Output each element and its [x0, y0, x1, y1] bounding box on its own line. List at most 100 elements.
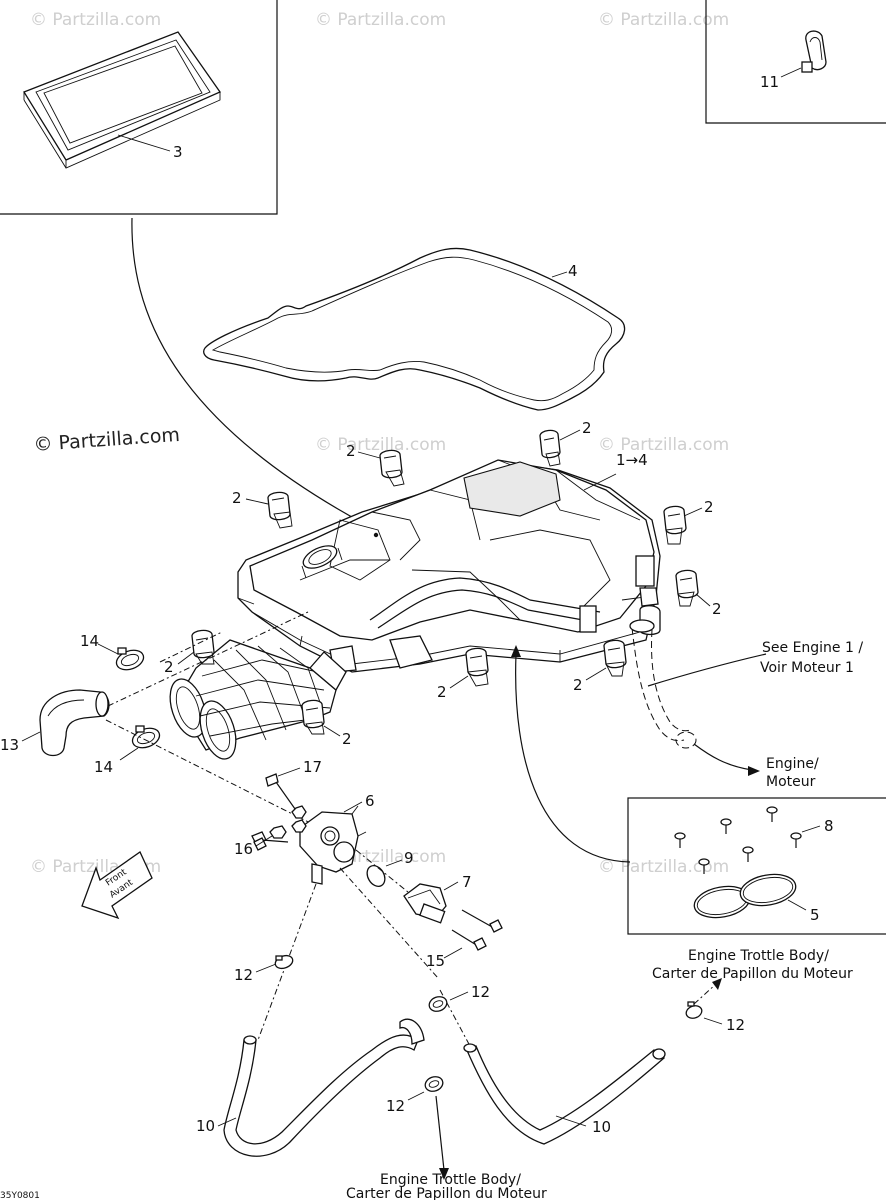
leader-line: [255, 963, 277, 973]
watermark-text: © Partzilla.com: [315, 435, 446, 455]
arrow-head: [712, 978, 722, 990]
breather-hose-part: [629, 619, 697, 749]
diagram-code: 35Y0801: [0, 1191, 40, 1200]
throttle-body-note-bottom: Engine Trottle Body/: [380, 1172, 521, 1188]
leader-line: [343, 801, 363, 813]
engine-note: Engine/: [766, 756, 819, 772]
see-engine-note: See Engine 1 /: [762, 640, 863, 656]
callout-12: 12: [386, 1097, 405, 1115]
screw-17-parts: [251, 773, 301, 851]
watermark-text: © Partzilla.com: [33, 424, 181, 456]
watermark-text: © Partzilla.com: [598, 10, 729, 30]
engine-note: Moteur: [766, 774, 816, 790]
arrow-head: [439, 1168, 449, 1180]
leader-line: [703, 1017, 723, 1025]
sensor-7-part: [403, 883, 447, 924]
callout-2: 2: [164, 658, 174, 676]
watermark-text: © Partzilla.com: [30, 10, 161, 30]
airbox-assembly: [237, 459, 661, 673]
watermark-text: © Partzilla.com: [598, 435, 729, 455]
callout-2: 2: [346, 442, 356, 460]
sensor-housing-part: [299, 805, 367, 885]
arrow-line: [693, 743, 753, 771]
clip-part: [267, 491, 293, 529]
elbow-hose-part: [39, 689, 110, 757]
leader-line: [97, 643, 119, 655]
leader-line: [217, 1117, 237, 1127]
arrow-line: [435, 1095, 445, 1171]
leader-line: [801, 825, 821, 833]
callout-2: 2: [342, 730, 352, 748]
leader-line: [117, 134, 171, 152]
clip-part: [379, 449, 405, 487]
callout-12: 12: [234, 966, 253, 984]
arrow-head: [511, 645, 521, 657]
clip-part: [301, 699, 325, 735]
callout-13: 13: [0, 736, 19, 754]
throttle-body-note-bottom: Carter de Papillon du Moteur: [346, 1186, 547, 1200]
callout-2: 2: [437, 683, 447, 701]
watermark-text: © Partzilla.com: [598, 857, 729, 877]
callout-2: 2: [582, 419, 592, 437]
callout-2: 2: [232, 489, 242, 507]
clip-part: [539, 429, 561, 467]
leader-line: [407, 1091, 425, 1101]
nut-16-parts: [269, 805, 307, 839]
inset-border: [705, 0, 886, 124]
callout-14: 14: [80, 632, 99, 650]
callout-2: 2: [704, 498, 714, 516]
assembly-line: [693, 983, 717, 1005]
clip-2-parts: [191, 429, 699, 735]
filter-to-airbox-line: [131, 217, 371, 528]
gasket-part: [203, 247, 626, 411]
arrow-head: [748, 766, 760, 776]
front-direction-arrow: Front Avant: [81, 851, 153, 920]
leader-line: [555, 1115, 587, 1127]
callout-11: 11: [760, 73, 779, 91]
leader-line: [277, 767, 301, 777]
leader-line: [443, 947, 463, 959]
inset-border: [0, 0, 278, 215]
callout-15: 15: [426, 952, 445, 970]
callout-6: 6: [365, 792, 375, 810]
hose-clamp-part: [115, 647, 145, 671]
inset-border: [627, 797, 886, 935]
hardware-inset-box: 8 5: [627, 797, 886, 935]
clip-part: [465, 647, 489, 687]
assembly-line: [355, 849, 409, 893]
callout-3: 3: [173, 143, 183, 161]
seal-5-parts: [693, 873, 797, 919]
screw-8-parts: [674, 806, 802, 874]
callout-12: 12: [471, 983, 490, 1001]
clamp-inset-box: 11: [705, 0, 886, 124]
leader-line: [551, 271, 568, 278]
leader-line: [385, 859, 403, 867]
clamp-part: [801, 30, 827, 73]
throttle-body-note-right: Engine Trottle Body/: [688, 948, 829, 964]
hose-clamp-part: [131, 725, 161, 749]
bolt-15-parts: [451, 909, 503, 951]
filter-inset-box: 3: [0, 0, 278, 215]
leader-line: [21, 731, 41, 742]
o-ring-part: [366, 865, 386, 887]
intake-screen-part: [169, 639, 347, 760]
leader-line: [449, 991, 469, 1001]
callout-10: 10: [196, 1117, 215, 1135]
assembly-line: [107, 611, 309, 707]
air-filter-part: [23, 31, 221, 169]
airbox-to-hardware-line: [515, 653, 631, 863]
callout-2: 2: [712, 600, 722, 618]
callout-17: 17: [303, 758, 322, 776]
callout-2: 2: [573, 676, 583, 694]
callout-7: 7: [462, 873, 472, 891]
clip-part: [675, 569, 699, 607]
callout-14: 14: [94, 758, 113, 776]
throttle-body-note-right: Carter de Papillon du Moteur: [652, 966, 853, 982]
callout-12: 12: [726, 1016, 745, 1034]
assembly-line: [159, 631, 223, 663]
clip-part: [603, 639, 627, 677]
callout-9: 9: [404, 849, 414, 867]
callout-1-4: 1→4: [616, 451, 648, 469]
clip-part: [663, 505, 687, 545]
